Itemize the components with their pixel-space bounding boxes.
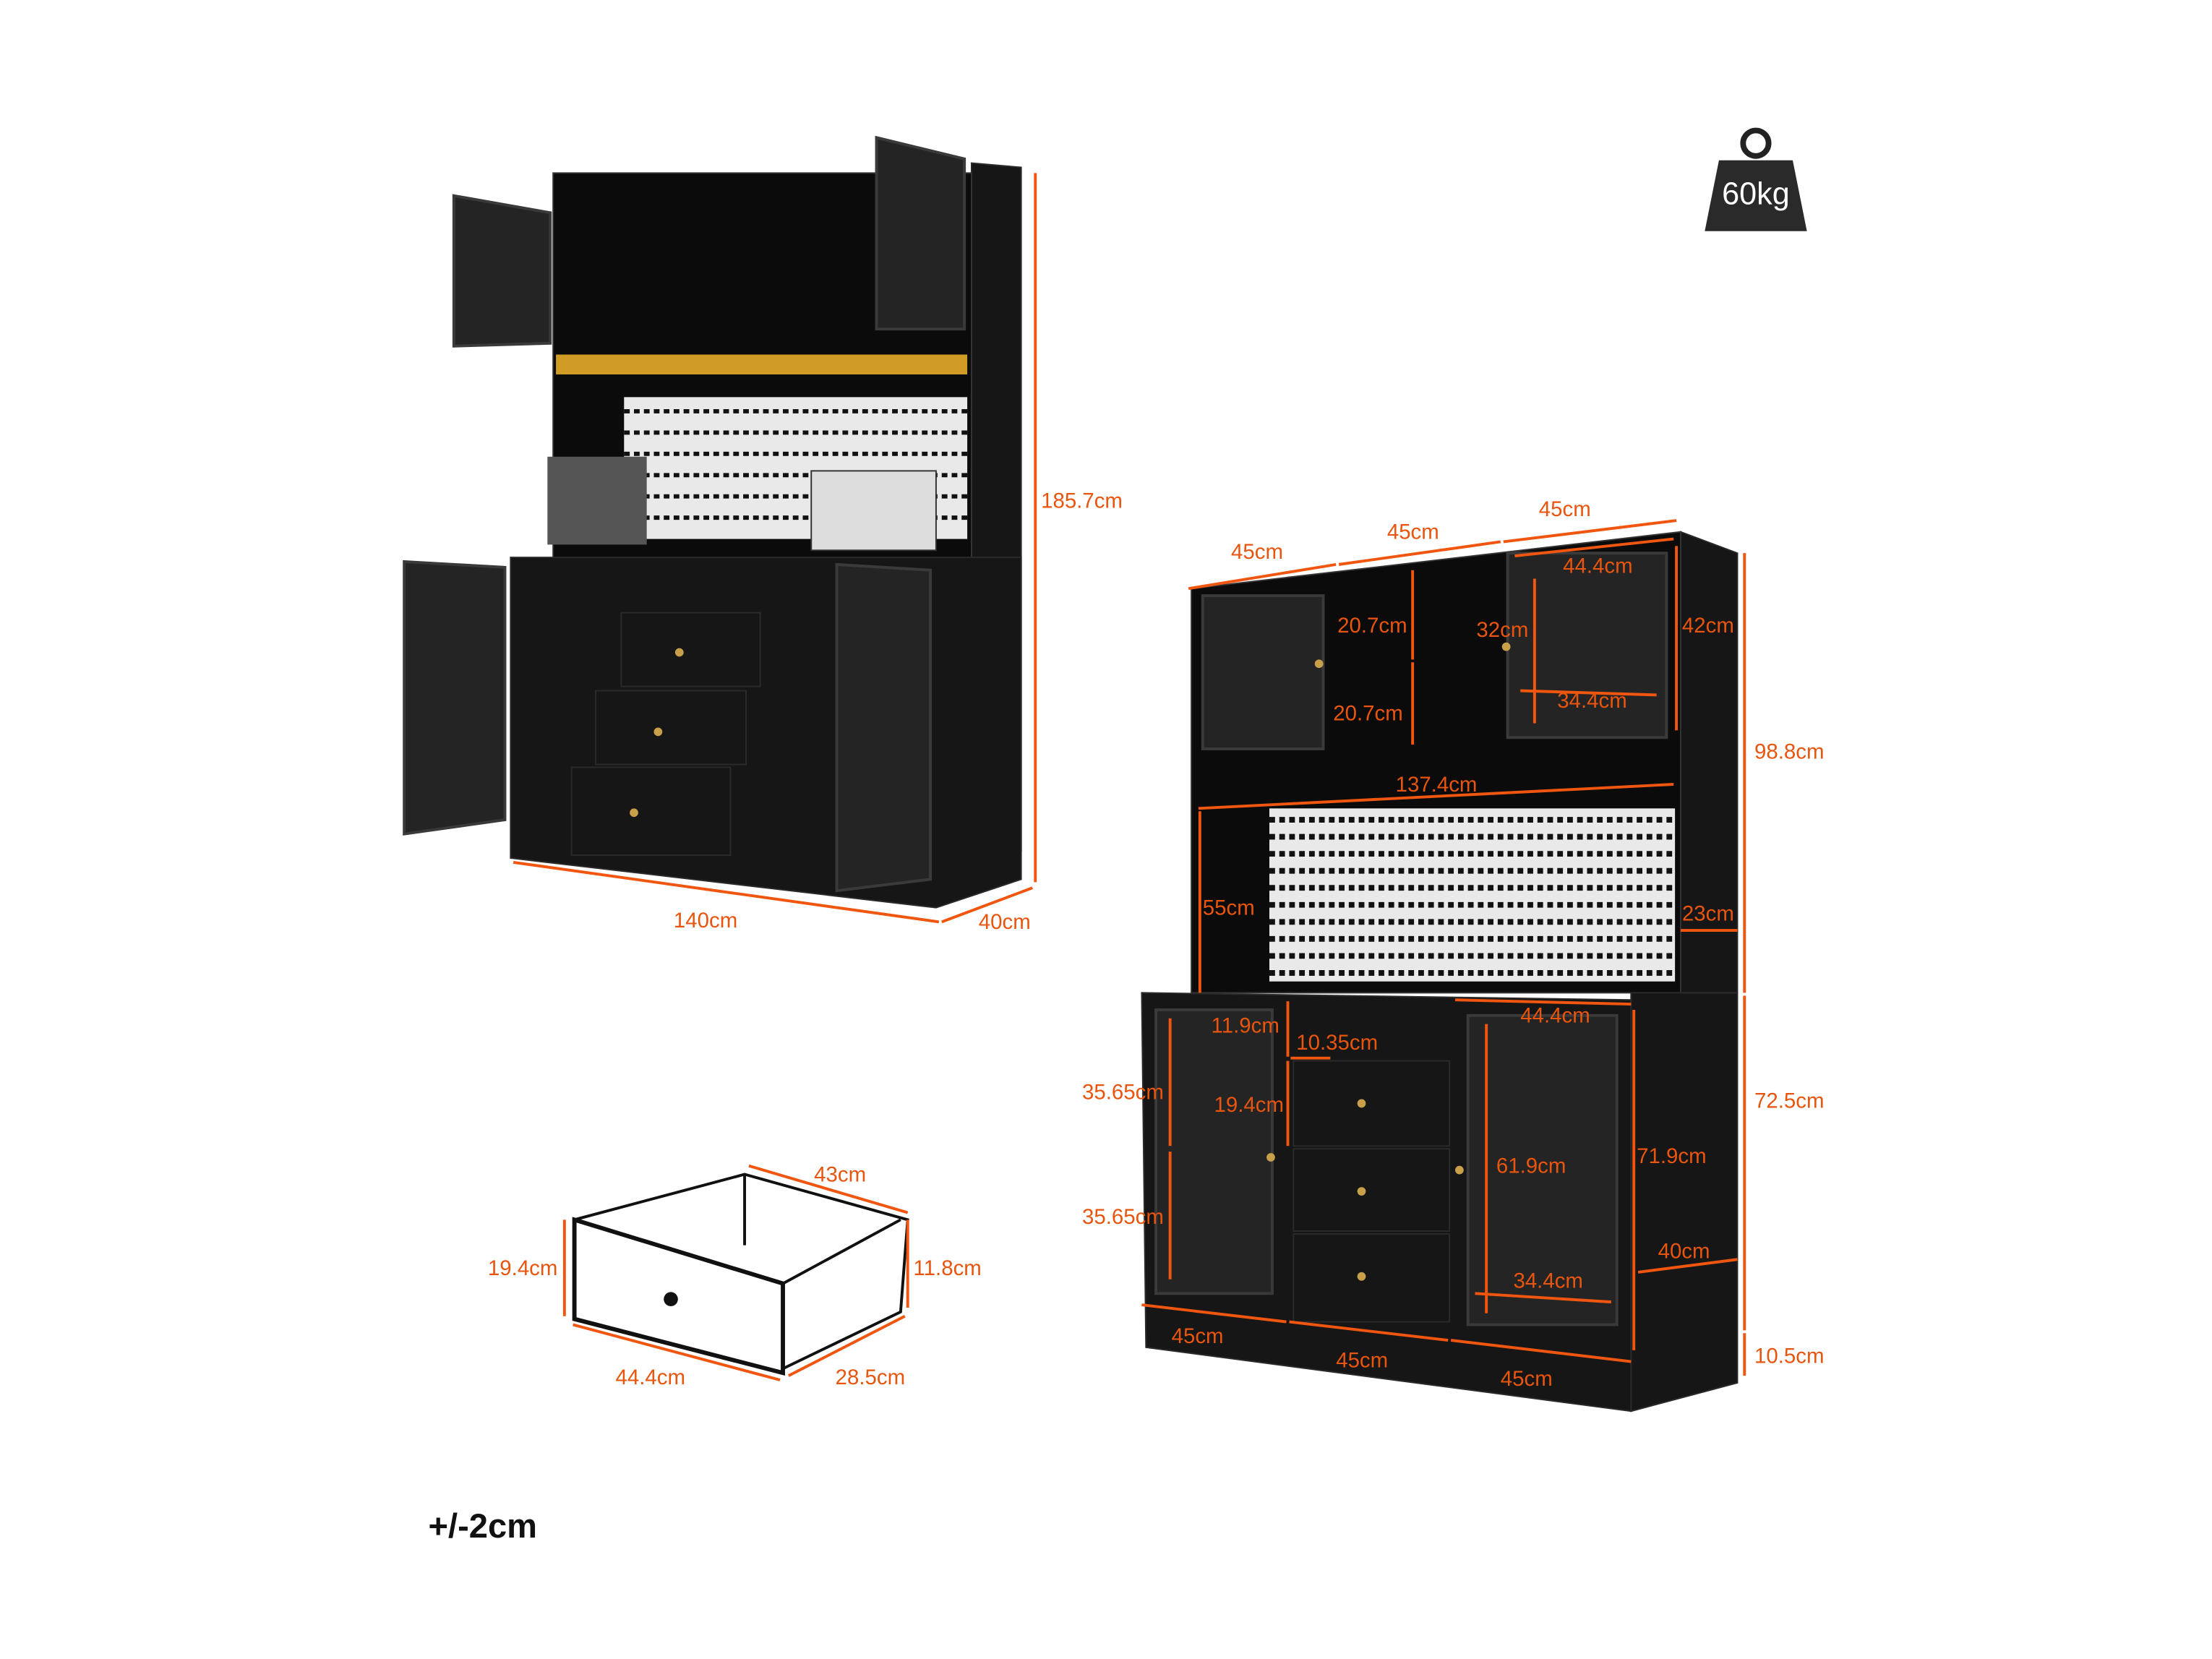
top-width-1-label: 45cm: [1231, 540, 1283, 564]
door-height-label: 32cm: [1476, 618, 1528, 642]
width-label: 140cm: [674, 909, 737, 933]
lower-depth-label: 40cm: [1658, 1239, 1710, 1263]
left-shelf-lower-label: 35.65cm: [1082, 1205, 1164, 1229]
height-label: 185.7cm: [1041, 489, 1123, 513]
cubby-height-label: 11.9cm: [1212, 1013, 1279, 1037]
right-dimensions: [1141, 519, 1746, 1376]
depth-label: 40cm: [979, 910, 1031, 934]
top-width-2-label: 45cm: [1387, 520, 1439, 544]
backboard-height-label: 55cm: [1203, 896, 1255, 919]
drawer-inner-depth-label: 28.5cm: [836, 1366, 905, 1389]
drawer-front-height-label: 19.4cm: [488, 1256, 557, 1280]
bottom-width-3-label: 45cm: [1501, 1367, 1553, 1391]
lower-door-height-label: 71.9cm: [1637, 1144, 1706, 1168]
tolerance-note: +/-2cm: [429, 1506, 537, 1545]
lower-glass-height-label: 61.9cm: [1496, 1154, 1566, 1178]
cabinet-open-view: [403, 135, 1022, 909]
hutch-height-label: 42cm: [1682, 614, 1734, 638]
lower-total-label: 72.5cm: [1754, 1089, 1824, 1113]
left-shelf-upper-label: 35.65cm: [1082, 1081, 1164, 1105]
door-inner-width-label: 34.4cm: [1557, 689, 1626, 713]
drawer-width-label: 44.4cm: [616, 1366, 685, 1389]
drawer-back-height-label: 11.8cm: [914, 1256, 982, 1280]
cabinet-front-view: [1141, 531, 1739, 1412]
side-depth-label: 23cm: [1682, 901, 1734, 925]
upper-total-label: 98.8cm: [1754, 740, 1824, 764]
shelf-upper-label: 20.7cm: [1337, 614, 1407, 638]
top-width-3-label: 45cm: [1539, 497, 1591, 521]
shelf-lower-label: 20.7cm: [1333, 702, 1402, 726]
drawer-height-label: 19.4cm: [1214, 1093, 1283, 1117]
counter-width-label: 137.4cm: [1396, 773, 1478, 797]
drawer-diagram: [562, 1164, 909, 1381]
drawer-depth-label: 43cm: [814, 1162, 866, 1186]
weight-label: 60kg: [1722, 177, 1790, 212]
top-door-width-label: 44.4cm: [1563, 554, 1632, 578]
bottom-width-2-label: 45cm: [1336, 1348, 1388, 1372]
bottom-width-1-label: 45cm: [1172, 1324, 1224, 1348]
left-dimensions: [513, 173, 1037, 924]
lower-glass-width-label: 34.4cm: [1513, 1269, 1582, 1293]
lower-door-width-label: 44.4cm: [1520, 1004, 1590, 1028]
cubby-width-label: 10.35cm: [1296, 1031, 1378, 1055]
weight-icon: 60kg: [1705, 127, 1807, 231]
base-height-label: 10.5cm: [1754, 1344, 1824, 1368]
